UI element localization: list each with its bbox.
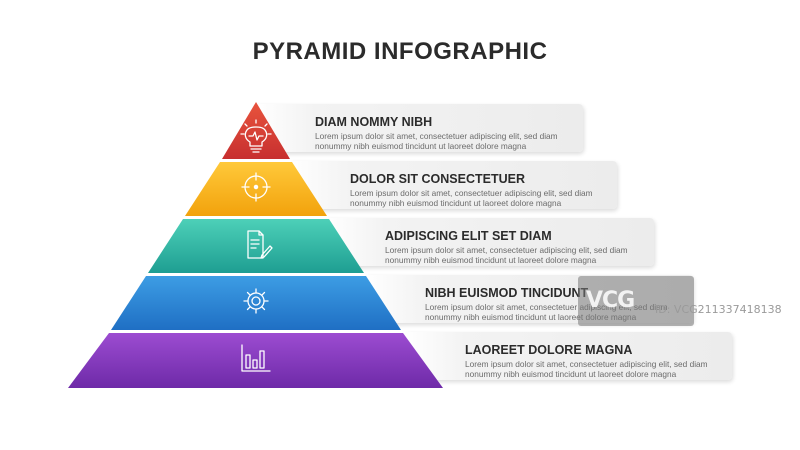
level-2-heading: DOLOR SIT CONSECTETUER [350,172,526,186]
bar-chart-icon [241,344,271,372]
watermark-badge [578,276,694,326]
level-4-heading: NIBH EUISMOD TINCIDUNT [425,286,589,300]
level-2-card: DOLOR SIT CONSECTETUER Lorem ipsum dolor… [290,161,617,209]
pyramid-level-3 [148,219,364,273]
level-5-description-line-1: Lorem ipsum dolor sit amet, consectetuer… [465,359,708,369]
level-2-description-line-2: nonummy nibh euismod tincidunt ut laoree… [350,198,562,208]
level-3-description-line-1: Lorem ipsum dolor sit amet, consectetuer… [385,245,628,255]
lightbulb-icon [240,119,272,153]
level-1-description-line-2: nonummy nibh euismod tincidunt ut laoree… [315,141,527,151]
level-3-description-line-2: nonummy nibh euismod tincidunt ut laoree… [385,255,597,265]
level-1-heading: DIAM NOMMY NIBH [315,115,433,129]
level-5-card: LAOREET DOLORE MAGNA Lorem ipsum dolor s… [405,332,732,380]
level-5-heading: LAOREET DOLORE MAGNA [465,343,633,357]
level-3-card: ADIPISCING ELIT SET DIAM Lorem ipsum dol… [325,218,654,266]
level-4-description-line-1: Lorem ipsum dolor sit amet, consectetuer… [425,302,668,312]
level-1-description: Lorem ipsum dolor sit amet, consectetuer… [315,131,558,151]
level-5-description-line-2: nonummy nibh euismod tincidunt ut laoree… [465,369,677,379]
gear-icon [243,288,269,314]
pyramid-level-4 [111,276,401,330]
pyramid-level-1 [222,102,290,159]
level-1-description-line-1: Lorem ipsum dolor sit amet, consectetuer… [315,131,558,141]
watermark-id: ID: VCG211337418138 [655,303,782,316]
document-edit-icon [247,230,273,259]
watermark-logo: VCG [586,288,635,313]
level-3-description: Lorem ipsum dolor sit amet, consectetuer… [385,245,628,265]
level-2-description-line-1: Lorem ipsum dolor sit amet, consectetuer… [350,188,593,198]
level-1-card: DIAM NOMMY NIBH Lorem ipsum dolor sit am… [255,104,583,152]
level-4-description-line-2: nonummy nibh euismod tincidunt ut laoree… [425,312,637,322]
level-3-heading: ADIPISCING ELIT SET DIAM [385,229,552,243]
page-title: PYRAMID INFOGRAPHIC [252,38,548,65]
level-5-description: Lorem ipsum dolor sit amet, consectetuer… [465,359,708,379]
target-icon [241,172,271,202]
level-4-description: Lorem ipsum dolor sit amet, consectetuer… [425,302,668,322]
level-2-description: Lorem ipsum dolor sit amet, consectetuer… [350,188,593,208]
